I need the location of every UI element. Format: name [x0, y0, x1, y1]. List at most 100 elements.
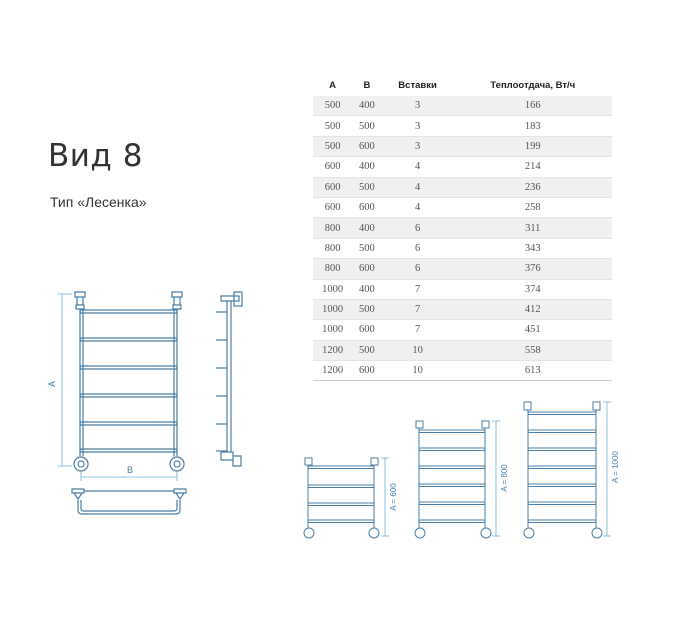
- bottom-right-valve: [169, 456, 185, 472]
- cell-b: 500: [352, 340, 382, 362]
- cell-heat-output: 236: [453, 177, 612, 198]
- cell-b: 400: [352, 217, 382, 239]
- rung: [418, 519, 486, 523]
- cell-heat-output: 311: [453, 217, 612, 239]
- rung: [307, 519, 375, 523]
- front-view-dimensions: [58, 293, 178, 481]
- variant-1000-left-valve: [523, 401, 532, 411]
- cell-inserts: 7: [381, 279, 454, 300]
- cell-b: 500: [352, 238, 382, 260]
- variant-800-right-bottom-valve: [480, 527, 492, 539]
- top-view-body: [77, 500, 181, 515]
- cell-b: 400: [352, 156, 382, 178]
- cell-a: 600: [313, 177, 353, 198]
- page-subtitle: Тип «Лесенка»: [50, 194, 147, 210]
- cell-inserts: 3: [381, 115, 454, 137]
- rung: [418, 501, 486, 505]
- bottom-left-valve: [73, 456, 89, 472]
- rung: [79, 393, 178, 398]
- variant-800-label: A = 800: [500, 464, 509, 492]
- side-view-bottom-fitting: [220, 451, 242, 467]
- cell-b: 600: [352, 360, 382, 382]
- variant-600-label: A = 600: [389, 483, 398, 511]
- rung: [527, 519, 597, 523]
- cell-inserts: 10: [381, 340, 454, 362]
- variant-600-left-bottom-valve: [303, 527, 315, 539]
- cell-b: 600: [352, 258, 382, 280]
- cell-a: 500: [313, 96, 353, 117]
- rung: [307, 465, 375, 469]
- bottom-right-valve-inner: [173, 460, 181, 468]
- cell-heat-output: 376: [453, 258, 612, 280]
- rung: [527, 411, 597, 415]
- cell-b: 400: [352, 279, 382, 300]
- rung: [418, 465, 486, 469]
- variant-600-drawing: [303, 457, 380, 539]
- side-view-drawing: [216, 291, 243, 467]
- cell-b: 500: [352, 177, 382, 198]
- cell-inserts: 7: [381, 319, 454, 341]
- cell-a: 500: [313, 115, 353, 137]
- variant-1000-dimension: [603, 401, 611, 537]
- top-view-right-fitting: [173, 488, 187, 501]
- top-view-left-fitting: [71, 488, 85, 501]
- cell-inserts: 6: [381, 238, 454, 260]
- rung: [79, 365, 178, 370]
- variant-800-dimension: [492, 420, 500, 537]
- bottom-left-valve-inner: [77, 460, 85, 468]
- variant-1000-drawing: [523, 401, 603, 539]
- rung: [418, 483, 486, 487]
- variant-1000-right-bottom-valve: [591, 527, 603, 539]
- rung: [79, 448, 178, 453]
- cell-inserts: 3: [381, 136, 454, 158]
- cell-inserts: 7: [381, 299, 454, 321]
- cell-a: 800: [313, 258, 353, 280]
- cell-heat-output: 558: [453, 340, 612, 362]
- variant-1000-right-valve: [592, 401, 601, 411]
- cell-inserts: 4: [381, 197, 454, 219]
- cell-heat-output: 183: [453, 115, 612, 137]
- cell-a: 600: [313, 197, 353, 219]
- top-view-drawing: [71, 488, 187, 515]
- rung: [418, 447, 486, 451]
- rung: [79, 337, 178, 342]
- dim-width-label: B: [127, 465, 133, 475]
- variant-800-left-valve: [415, 420, 424, 429]
- header-heat-output: Теплоотдача, Вт/ч: [490, 79, 576, 91]
- rung: [79, 421, 178, 426]
- cell-heat-output: 199: [453, 136, 612, 158]
- variant-600-right-valve: [370, 457, 379, 466]
- cell-b: 500: [352, 299, 382, 321]
- top-view-body-inner: [80, 500, 178, 512]
- variant-600-right-bottom-valve: [368, 527, 380, 539]
- cell-a: 1200: [313, 340, 353, 362]
- variant-600-left-valve: [304, 457, 313, 466]
- variant-1000-label: A = 1000: [611, 451, 620, 483]
- page-title: Вид 8: [48, 138, 143, 174]
- cell-a: 1000: [313, 299, 353, 321]
- cell-inserts: 4: [381, 156, 454, 178]
- table-header-row: A B Вставки Теплоотдача, Вт/ч: [313, 74, 612, 96]
- variant-600-dimension: [381, 457, 389, 537]
- cell-a: 1200: [313, 360, 353, 382]
- rung: [527, 465, 597, 469]
- top-left-valve: [74, 291, 86, 310]
- rung: [307, 502, 375, 506]
- variant-800-right-valve: [481, 420, 490, 429]
- cell-heat-output: 451: [453, 319, 612, 341]
- cell-a: 800: [313, 238, 353, 260]
- variant-1000-left-bottom-valve: [523, 527, 535, 539]
